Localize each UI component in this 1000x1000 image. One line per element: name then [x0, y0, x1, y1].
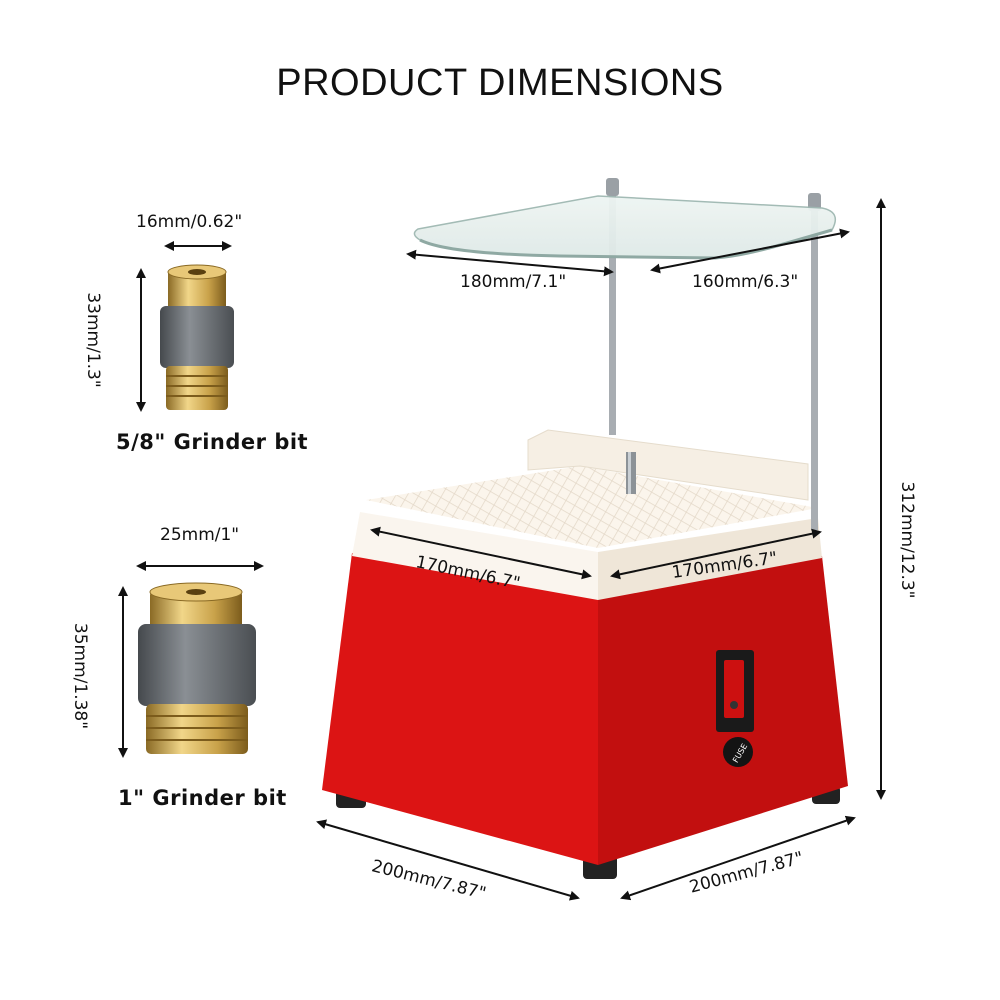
shield-depth-label: 160mm/6.3"	[692, 272, 799, 292]
large-bit-height-label: 35mm/1.38"	[70, 622, 90, 730]
shield-depth-arrow	[650, 228, 850, 274]
top-depth-arrow	[610, 528, 822, 580]
small-bit-height-label: 33mm/1.3"	[83, 292, 103, 388]
page-title: PRODUCT DIMENSIONS	[276, 62, 724, 104]
small-grinder-bit	[160, 264, 234, 410]
shield-width-label: 180mm/7.1"	[460, 272, 567, 292]
top-width-arrow	[370, 526, 592, 580]
power-switch	[724, 660, 744, 718]
large-bit-caption: 1" Grinder bit	[118, 786, 287, 810]
fuse-knob-icon	[723, 737, 753, 767]
large-bit-width-label: 25mm/1"	[160, 525, 240, 545]
shield-width-arrow	[406, 249, 614, 277]
small-bit-caption: 5/8" Grinder bit	[116, 430, 309, 454]
base-width-arrow	[316, 819, 580, 901]
height-label: 312mm/12.3"	[897, 481, 917, 599]
small-bit-width-label: 16mm/0.62"	[136, 212, 243, 232]
base-depth-arrow	[620, 815, 856, 901]
large-grinder-bit	[138, 582, 256, 754]
